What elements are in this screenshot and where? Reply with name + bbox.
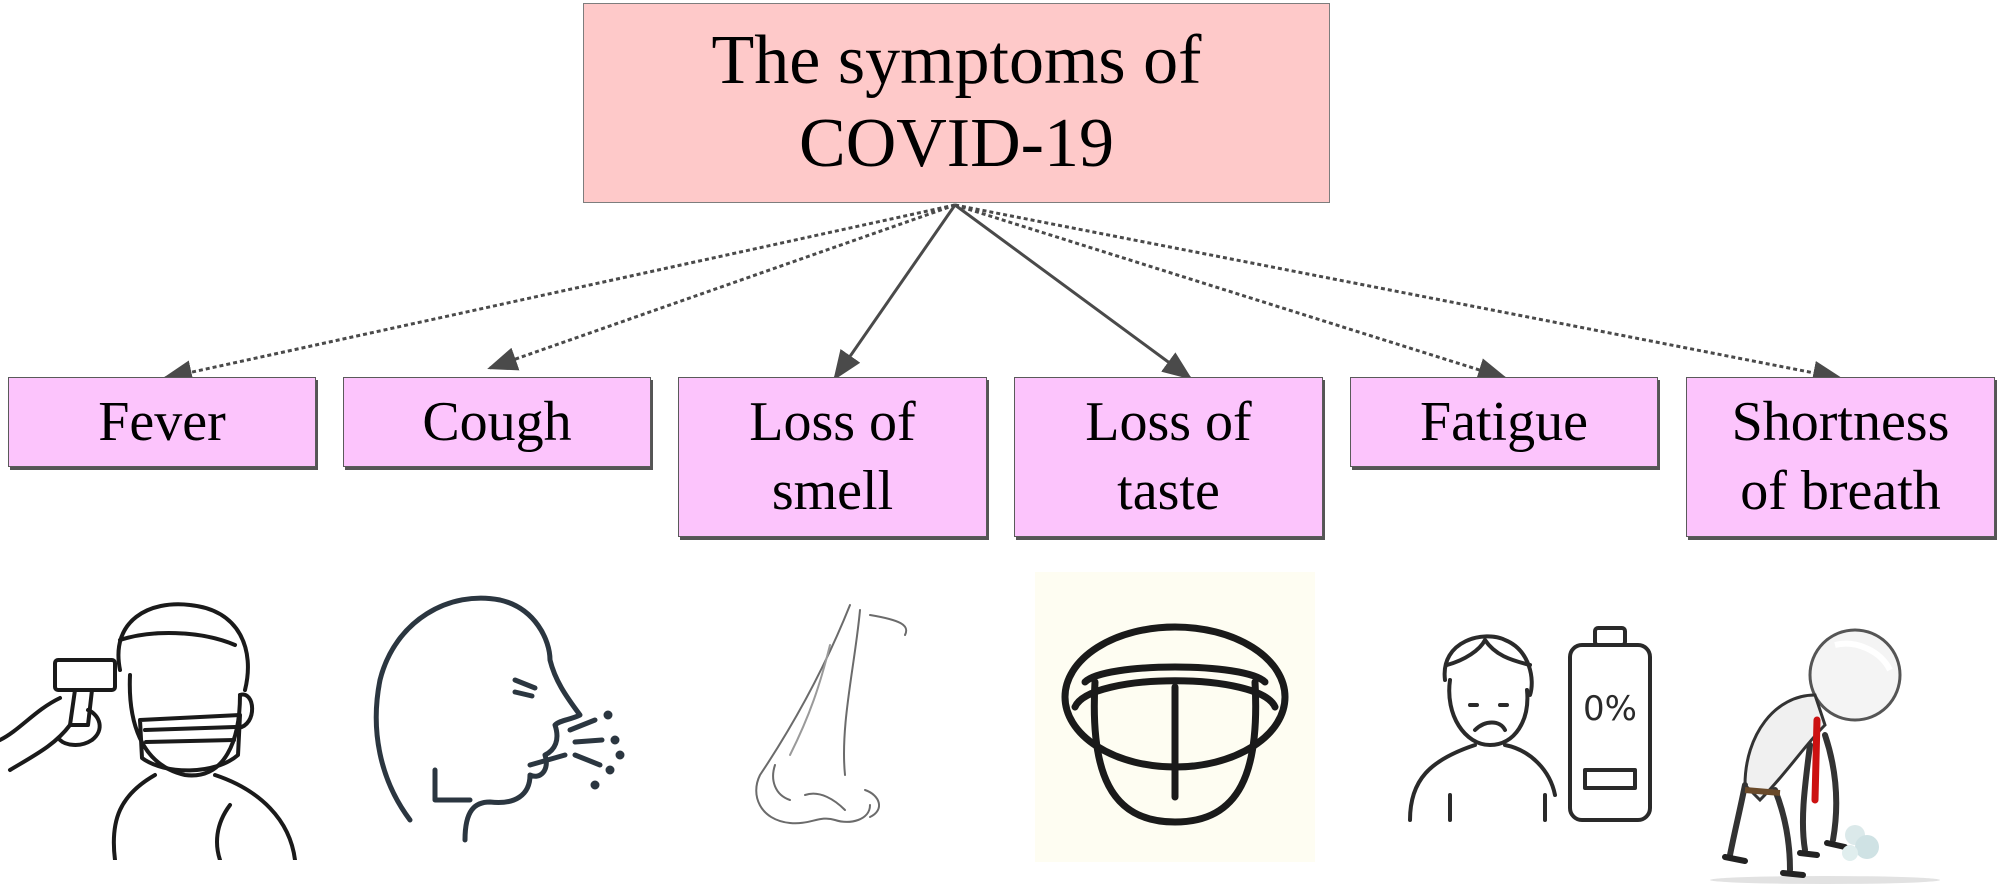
symptom-node-fatigue: Fatigue xyxy=(1350,377,1658,467)
symptom-node-shortness-of-breath: Shortness of breath xyxy=(1686,377,1995,537)
battery-percent: 0% xyxy=(1583,689,1637,729)
coughing-person-icon xyxy=(350,580,630,860)
root-node: The symptoms of COVID-19 xyxy=(583,3,1330,203)
symptom-node-fever: Fever xyxy=(8,377,316,467)
symptom-label: Loss of smell xyxy=(749,391,916,522)
exhausted-figure-icon xyxy=(1705,625,1950,890)
connector-loss-of-smell xyxy=(833,204,957,381)
symptom-label: Cough xyxy=(422,390,572,453)
connector-loss-of-taste xyxy=(954,203,1193,380)
symptom-label: Loss of taste xyxy=(1085,391,1252,522)
connector-fatigue xyxy=(954,203,1508,382)
diagram-title: The symptoms of COVID-19 xyxy=(711,22,1202,182)
symptom-label: Shortness of breath xyxy=(1731,391,1950,522)
connector-shortness-of-breath xyxy=(954,203,1843,385)
symptom-label: Fever xyxy=(98,390,226,453)
symptom-node-loss-of-taste: Loss of taste xyxy=(1014,377,1323,537)
symptom-node-cough: Cough xyxy=(343,377,651,467)
connector-fever xyxy=(162,203,956,384)
thermometer-scan-icon xyxy=(0,580,305,860)
symptom-label: Fatigue xyxy=(1420,390,1588,453)
empty-battery-icon: 0% xyxy=(1405,620,1665,840)
connector-cough xyxy=(487,203,956,371)
symptom-node-loss-of-smell: Loss of smell xyxy=(678,377,987,537)
nose-icon xyxy=(730,595,930,835)
tongue-icon xyxy=(1035,572,1315,862)
